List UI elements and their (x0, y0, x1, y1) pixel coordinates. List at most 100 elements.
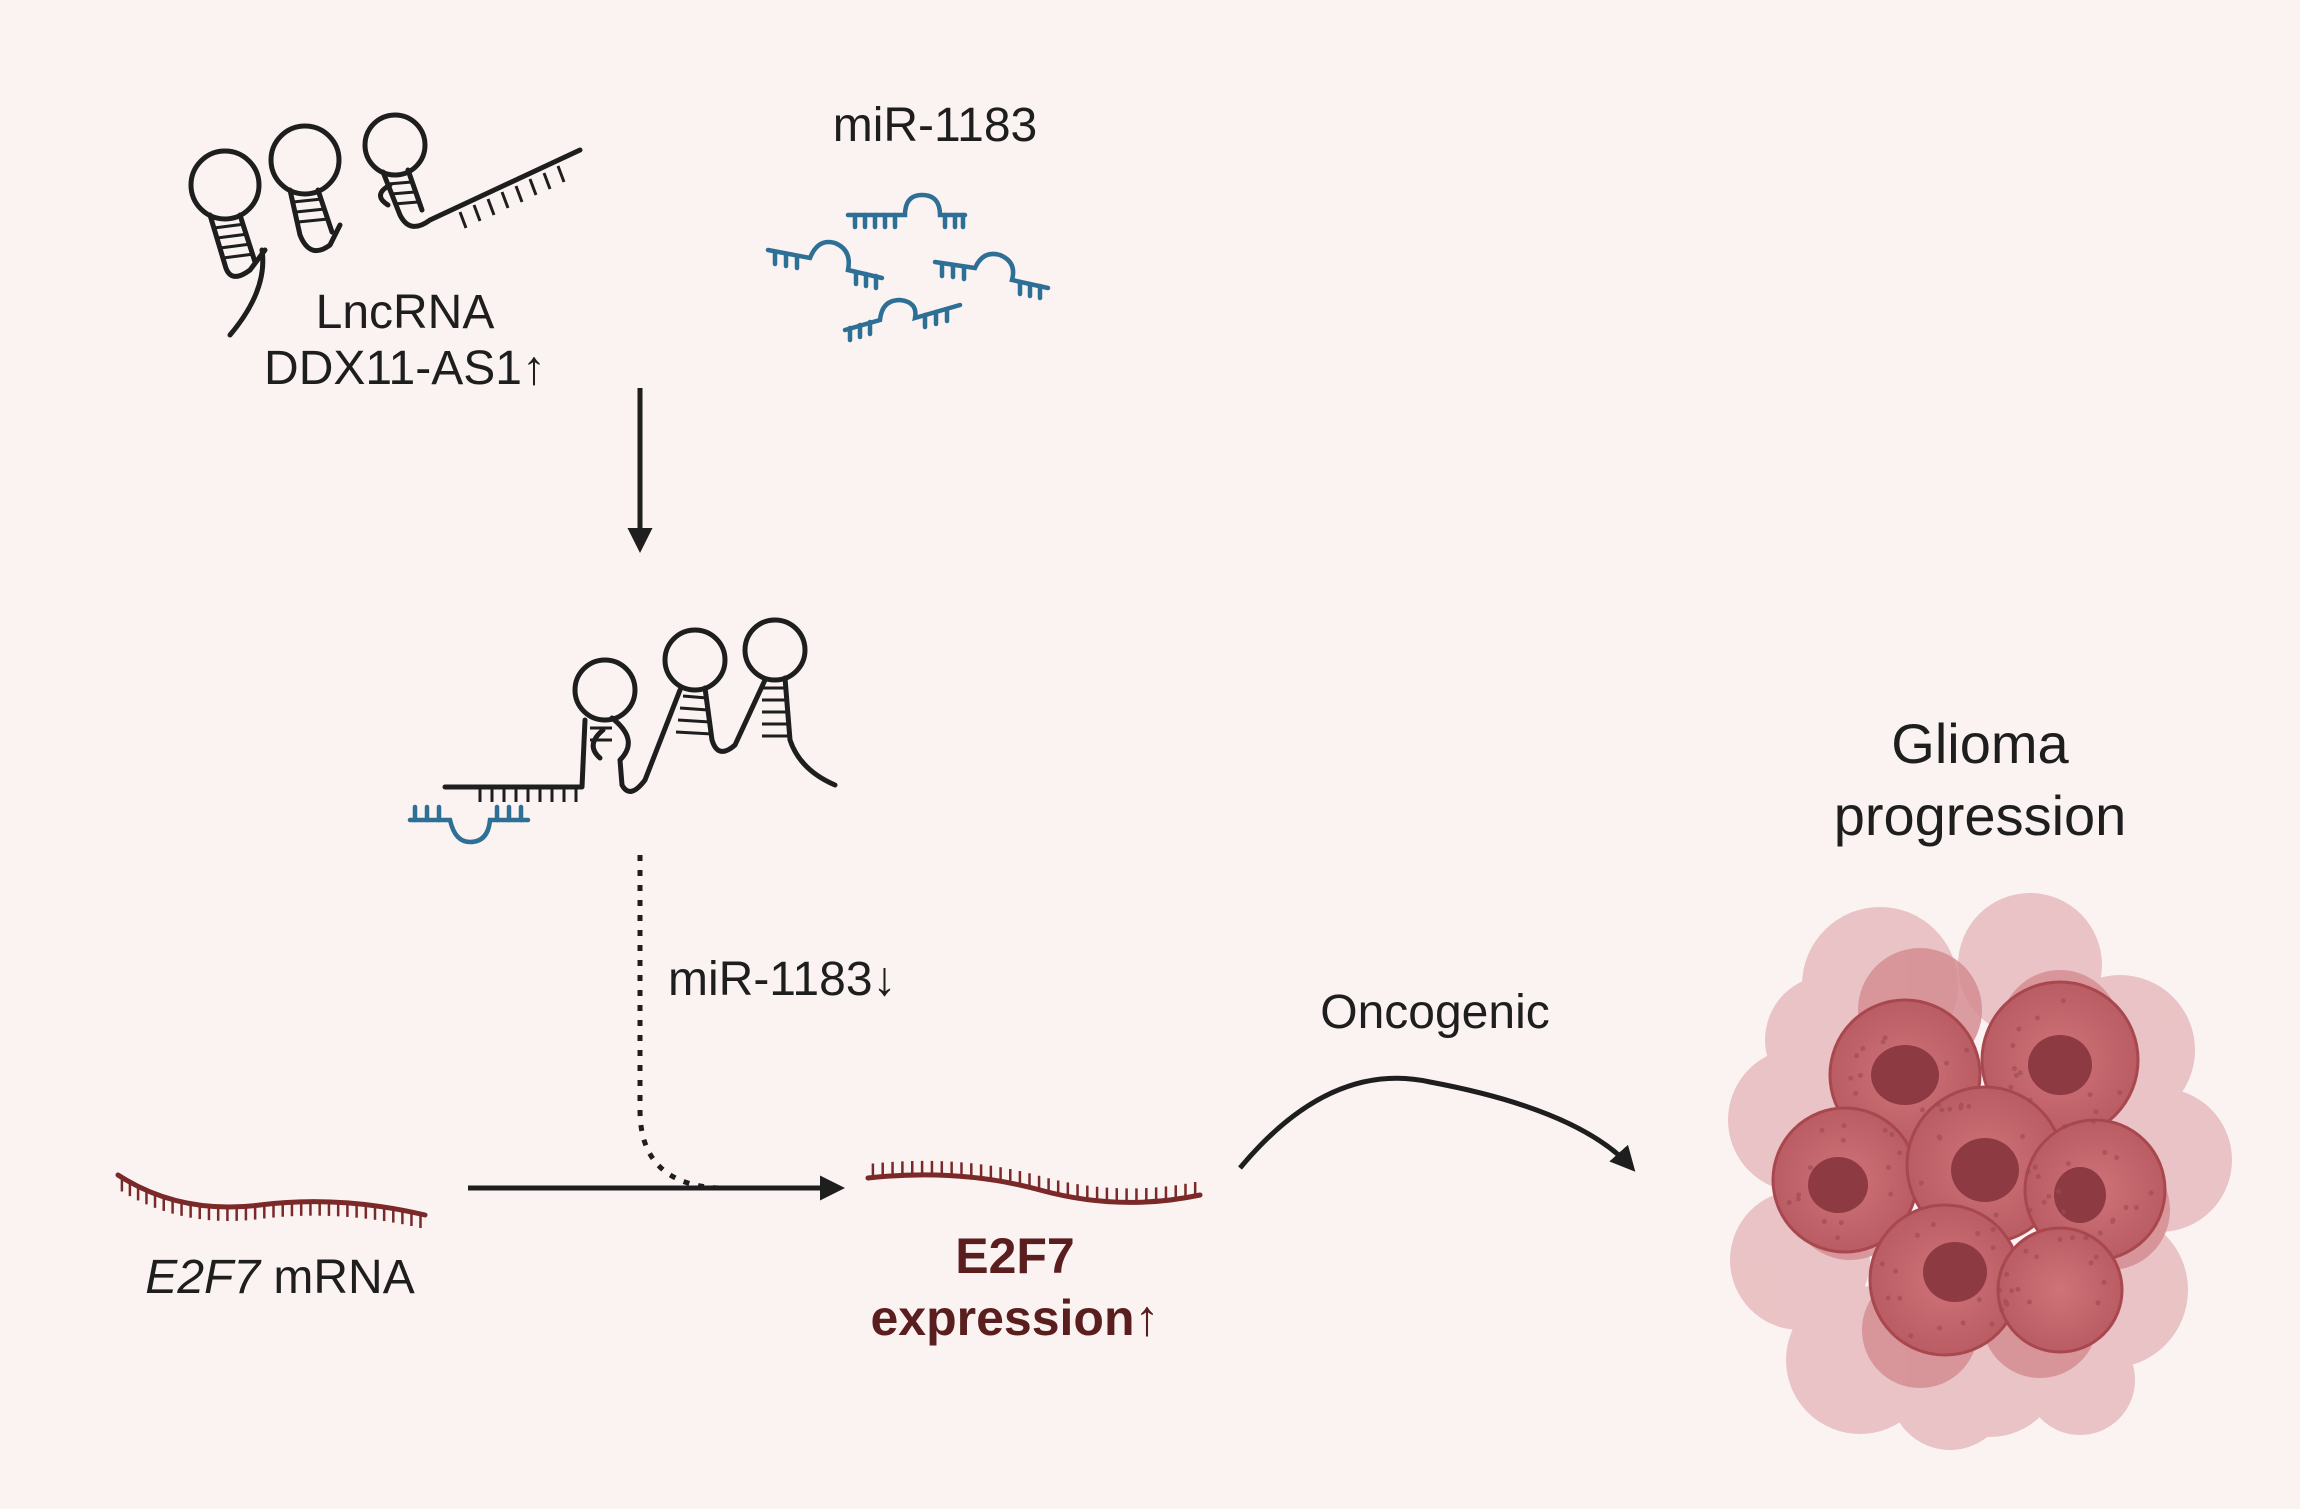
cell-speckle (2032, 1164, 2038, 1170)
dotted-mirna-path (637, 855, 721, 1191)
oncogenic-label: Oncogenic (1320, 986, 1550, 1039)
cell-speckle (2056, 1188, 2062, 1194)
cell-speckle (1997, 1287, 2003, 1293)
cell-speckle (2020, 1133, 2026, 1139)
oncogenic-arrow (1238, 1075, 1636, 1172)
cell-speckle (1860, 1045, 1866, 1051)
cell-speckle (2027, 1097, 2033, 1103)
cell-speckle (1885, 1295, 1891, 1301)
mir-top-label: miR-1183 (832, 99, 1038, 152)
cell-speckle (2061, 1209, 2067, 1215)
cell-speckle (1999, 1307, 2005, 1313)
cell-speckle (1958, 1105, 1964, 1111)
cell-speckle (1964, 1047, 1970, 1053)
cell-speckle (1819, 1127, 1825, 1133)
cell-speckle (1857, 1072, 1863, 1078)
cell-speckle (2083, 1235, 2089, 1241)
cell-speckle (2090, 1118, 2096, 1124)
cell-speckle (1908, 1333, 1914, 1339)
cell-speckle (1897, 1295, 1903, 1301)
glioma-line1: Glioma (1891, 712, 2069, 775)
cell-speckle (1821, 1218, 1827, 1224)
lncrna-sponge-icon (442, 617, 838, 794)
cell-speckle (2034, 1015, 2040, 1021)
cell-speckle (2011, 1065, 2017, 1071)
cell-speckle (2088, 1260, 2094, 1266)
cell-speckle (2057, 1237, 2063, 1243)
cell-speckle (2133, 1205, 2139, 1211)
cell-speckle (1896, 1150, 1902, 1156)
cell-speckle (1944, 1060, 1950, 1066)
e2f7-gene-text: E2F7 (145, 1251, 261, 1304)
cell-speckle (1990, 1226, 1996, 1232)
lncrna-line1: LncRNA (315, 286, 495, 339)
cell-speckle (2041, 1199, 2047, 1205)
cell-speckle (1854, 1053, 1860, 1059)
cell-speckle (2017, 1070, 2023, 1076)
cell-speckle (1989, 1321, 1995, 1327)
mir-down-arrow: ↓ (872, 953, 897, 1006)
expressed-mrna-teeth (871, 1160, 1197, 1203)
cell-speckle (1882, 1127, 1888, 1133)
cell-speckle (1886, 1164, 1892, 1170)
cell-speckle (1930, 1222, 1936, 1228)
cell-speckle (2062, 1123, 2068, 1129)
cell-speckle (2093, 1254, 2099, 1260)
cell-speckle (1936, 1134, 1942, 1140)
lncrna-label: LncRNA DDX11-AS1↑ (240, 285, 570, 397)
cell-speckle (2027, 1207, 2033, 1213)
cell-speckle (1976, 1297, 1982, 1303)
cell-speckle (1848, 1075, 1854, 1081)
cell-speckle (1880, 1039, 1886, 1045)
cell-speckle (2095, 1300, 2101, 1306)
cell-speckle (1796, 1192, 1802, 1198)
expressed-mrna-strand-icon (865, 1172, 1203, 1205)
cell-speckle (2016, 1026, 2022, 1032)
expr-line1: E2F7 (955, 1228, 1075, 1284)
mir-down-text: miR-1183 (668, 953, 873, 1006)
cell-speckle (1807, 1165, 1813, 1171)
cell-speckle (1889, 1132, 1895, 1138)
glioma-tumor-icon (1728, 893, 2232, 1450)
cell-speckle (1853, 1090, 1859, 1096)
cell-speckle (2010, 1043, 2016, 1049)
cell-speckle (2102, 1149, 2108, 1155)
cell-speckle (1914, 1232, 1920, 1238)
cell-speckle (2026, 1299, 2032, 1305)
mir-down-label: miR-1183↓ (668, 952, 948, 1008)
cell-speckle (1937, 1325, 1943, 1331)
cell-speckle (1918, 1180, 1924, 1186)
cell-speckle (2123, 1204, 2129, 1210)
cell-speckle (2101, 1279, 2107, 1285)
cell-speckle (1888, 1191, 1894, 1197)
cell-speckle (2114, 1154, 2120, 1160)
lncrna-up-arrow: ↑ (521, 342, 546, 395)
glioma-line2: progression (1833, 784, 2127, 847)
cell-speckle (1893, 1268, 1899, 1274)
cell-speckle (1795, 1196, 1801, 1202)
lncrna-stem-rungs (213, 165, 566, 260)
cell-speckle (1990, 1245, 1996, 1251)
cell-speckle (2117, 1090, 2123, 1096)
mrna-strand-icon (115, 1172, 428, 1218)
cell-speckle (1993, 1212, 1999, 1218)
cell-speckle (2069, 1235, 2075, 1241)
cell-speckle (2093, 1109, 2099, 1115)
mirna-icon (765, 192, 1051, 343)
expr-up-arrow: ↑ (1134, 1290, 1160, 1346)
cell-speckle (1882, 1035, 1888, 1041)
mrna-text: mRNA (273, 1251, 415, 1304)
cell-speckle (2035, 1174, 2041, 1180)
cell-speckle (2009, 1288, 2015, 1294)
cell-speckle (1840, 1137, 1846, 1143)
cell-speckle (2060, 998, 2066, 1004)
cell-speckle (2148, 1190, 2154, 1196)
cell-speckle (1947, 1106, 1953, 1112)
lncrna-line2: DDX11-AS1 (264, 342, 522, 395)
cell-speckle (1835, 1235, 1841, 1241)
cell-speckle (2097, 1230, 2103, 1236)
cell-speckle (1919, 1107, 1925, 1113)
mrna-strand-teeth (120, 1177, 422, 1228)
cell-speckle (1966, 1103, 1972, 1109)
